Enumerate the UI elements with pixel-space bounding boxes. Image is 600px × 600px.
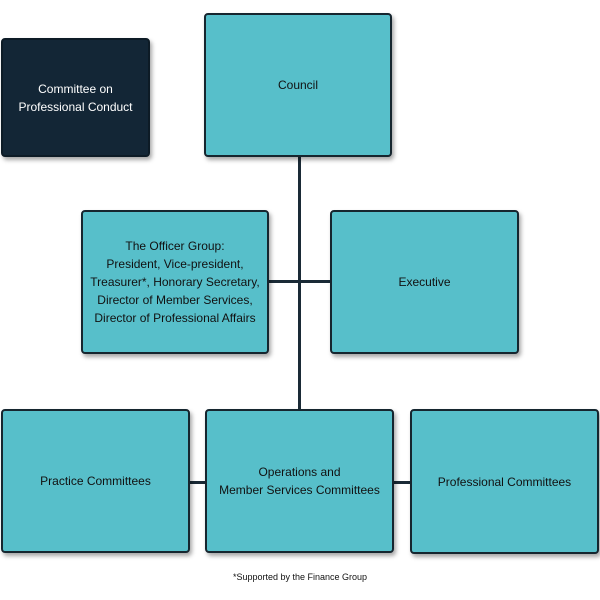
officer-group-box: The Officer Group: President, Vice-presi…: [81, 210, 269, 354]
executive-label: Executive: [398, 275, 451, 289]
council-label: Council: [277, 78, 319, 92]
practice-committees-label: Practice Committees: [40, 474, 151, 488]
committee-professional-conduct-label: Committee on Professional Conduct: [18, 81, 133, 114]
connector-operations-to-professional: [392, 481, 412, 484]
professional-committees-label: Professional Committees: [437, 474, 572, 489]
connector-practice-to-operations: [188, 481, 207, 484]
connector-officer-to-executive: [268, 280, 332, 283]
committee-professional-conduct-box: Committee on Professional Conduct: [1, 38, 150, 157]
council-box: Council: [204, 13, 392, 157]
operations-member-services-box: Operations and Member Services Committee…: [205, 409, 394, 553]
officer-group-label: The Officer Group: President, Vice-presi…: [90, 239, 260, 325]
practice-committees-box: Practice Committees: [1, 409, 190, 553]
footnote: *Supported by the Finance Group: [232, 572, 368, 582]
operations-member-services-label: Operations and Member Services Committee…: [219, 465, 380, 497]
connector-council-to-operations: [298, 155, 301, 411]
professional-committees-box: Professional Committees: [410, 409, 599, 554]
executive-box: Executive: [330, 210, 519, 354]
